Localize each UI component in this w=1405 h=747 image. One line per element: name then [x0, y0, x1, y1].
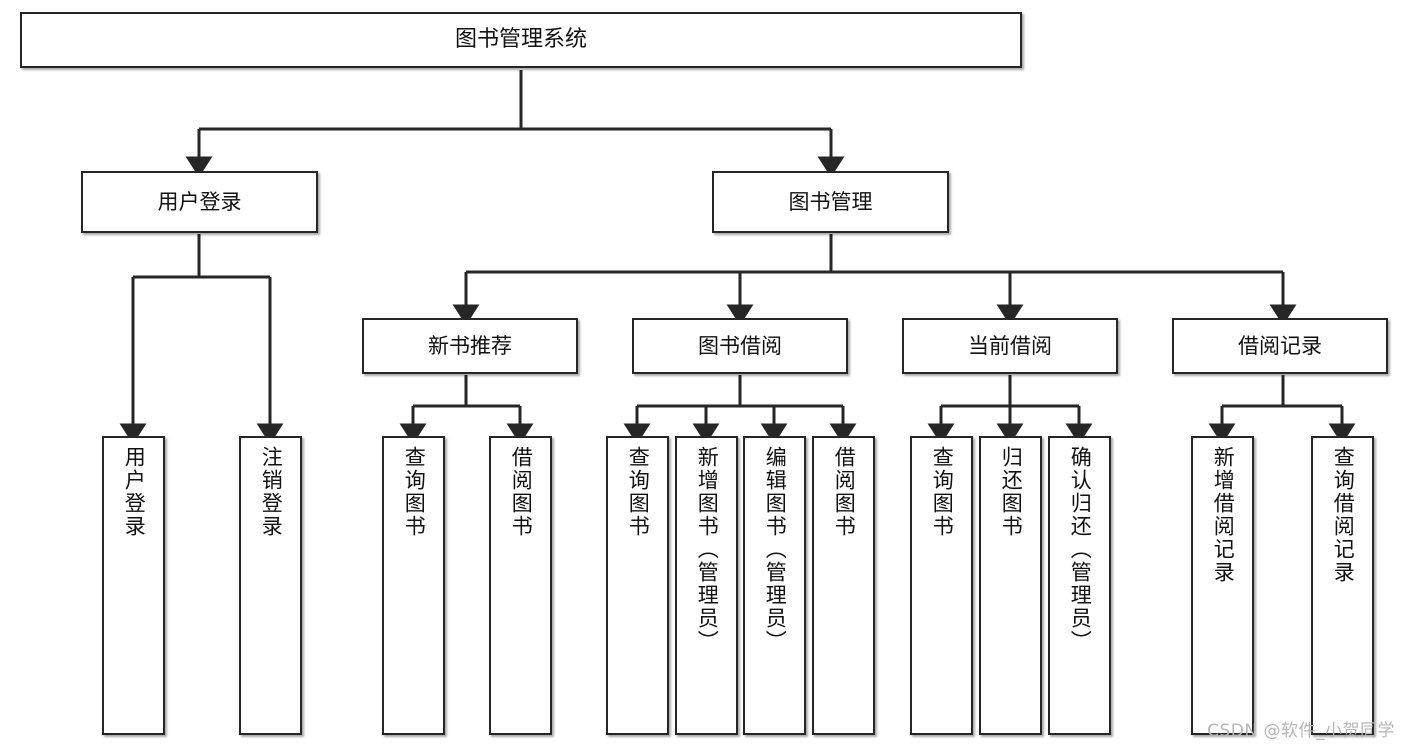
node-leaf-query-record[interactable]: 查询借阅记录: [1311, 436, 1374, 735]
node-leaf-add-book[interactable]: 新增图书（管理员）: [675, 436, 738, 735]
node-root[interactable]: 图书管理系统: [20, 12, 1022, 68]
node-book-borrow[interactable]: 图书借阅: [632, 318, 848, 374]
node-leaf-edit-book[interactable]: 编辑图书（管理员）: [743, 436, 806, 735]
node-leaf-query-book-3-label: 查询图书: [930, 446, 955, 538]
node-root-label: 图书管理系统: [454, 27, 587, 53]
node-leaf-query-book-3[interactable]: 查询图书: [910, 436, 973, 735]
node-current-borrow-label: 当前借阅: [968, 333, 1052, 358]
node-leaf-query-book-2[interactable]: 查询图书: [606, 436, 669, 735]
node-leaf-query-record-label: 查询借阅记录: [1331, 446, 1356, 584]
node-leaf-add-record[interactable]: 新增借阅记录: [1191, 436, 1254, 735]
node-book-manage[interactable]: 图书管理: [712, 171, 949, 233]
node-leaf-borrow-book-2-label: 借阅图书: [832, 446, 857, 538]
watermark: CSDN @软件_小贺同学: [1207, 721, 1395, 741]
node-leaf-user-login[interactable]: 用户登录: [102, 436, 165, 735]
node-leaf-logout-label: 注销登录: [259, 446, 284, 538]
node-leaf-borrow-book-1[interactable]: 借阅图书: [489, 436, 552, 735]
node-leaf-confirm-return-label: 确认归还（管理员）: [1068, 446, 1093, 653]
node-borrow-record[interactable]: 借阅记录: [1172, 318, 1388, 374]
node-leaf-query-book-1-label: 查询图书: [402, 446, 427, 538]
node-leaf-return-book[interactable]: 归还图书: [979, 436, 1042, 735]
node-book-manage-label: 图书管理: [788, 189, 873, 214]
node-leaf-borrow-book-2[interactable]: 借阅图书: [812, 436, 875, 735]
node-leaf-edit-book-label: 编辑图书（管理员）: [763, 446, 788, 653]
node-leaf-borrow-book-1-label: 借阅图书: [509, 446, 534, 538]
node-leaf-confirm-return[interactable]: 确认归还（管理员）: [1048, 436, 1111, 735]
node-current-borrow[interactable]: 当前借阅: [902, 318, 1118, 374]
node-leaf-query-book-2-label: 查询图书: [626, 446, 651, 538]
node-leaf-query-book-1[interactable]: 查询图书: [382, 436, 445, 735]
node-user-login-label: 用户登录: [157, 189, 242, 214]
node-leaf-add-record-label: 新增借阅记录: [1211, 446, 1236, 584]
node-new-book-rec-label: 新书推荐: [428, 333, 512, 358]
node-new-book-rec[interactable]: 新书推荐: [362, 318, 578, 374]
node-borrow-record-label: 借阅记录: [1238, 333, 1322, 358]
node-book-borrow-label: 图书借阅: [698, 333, 782, 358]
node-leaf-logout[interactable]: 注销登录: [239, 436, 302, 735]
node-user-login[interactable]: 用户登录: [81, 171, 318, 233]
node-leaf-add-book-label: 新增图书（管理员）: [695, 446, 720, 653]
node-leaf-return-book-label: 归还图书: [999, 446, 1024, 538]
node-leaf-user-login-label: 用户登录: [122, 446, 147, 538]
